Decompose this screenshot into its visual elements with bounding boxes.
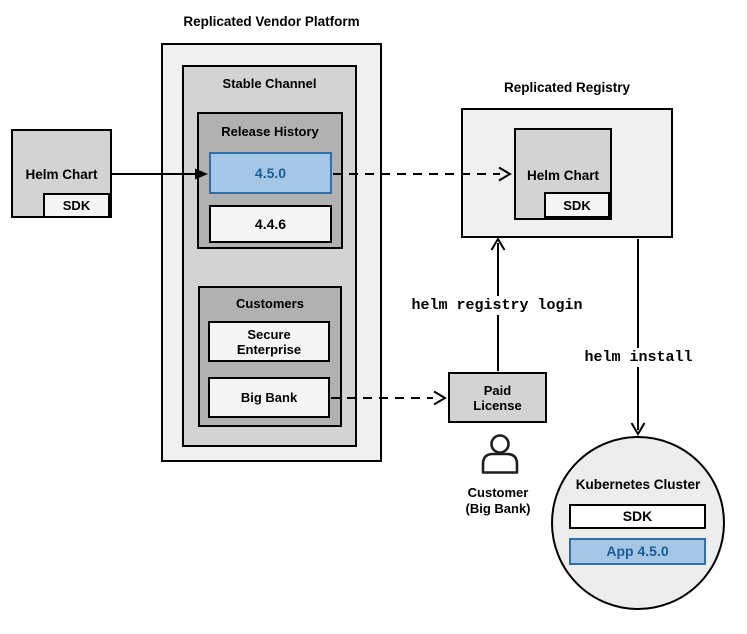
customer-item-big-bank: Big Bank xyxy=(208,377,330,418)
release-item-446: 4.4.6 xyxy=(209,205,332,243)
stable-channel-title: Stable Channel xyxy=(222,76,317,91)
customer-item-label: Secure Enterprise xyxy=(236,326,302,357)
registry-login-command: helm registry login xyxy=(404,296,590,315)
kubernetes-cluster-circle: Kubernetes Cluster SDK App 4.5.0 xyxy=(551,436,725,610)
source-sdk-box: SDK xyxy=(43,193,110,218)
vendor-platform-title: Replicated Vendor Platform xyxy=(183,14,360,29)
customer-actor-label: Customer (Big Bank) xyxy=(465,485,531,516)
paid-license-label: Paid License xyxy=(473,382,522,413)
customers-title: Customers xyxy=(236,296,304,311)
helm-install-arrow xyxy=(630,239,646,436)
customer-item-secure-enterprise: Secure Enterprise xyxy=(208,321,330,362)
registry-sdk-box: SDK xyxy=(544,192,610,218)
customer-icon xyxy=(481,434,519,474)
paid-license-box: Paid License xyxy=(448,372,547,423)
registry-title: Replicated Registry xyxy=(503,80,631,95)
registry-helm-chart-box: Helm Chart SDK xyxy=(514,128,612,220)
kubernetes-app-box: App 4.5.0 xyxy=(569,538,706,565)
helm-install-command: helm install xyxy=(578,348,699,367)
kubernetes-cluster-title: Kubernetes Cluster xyxy=(575,477,701,492)
release-history-title: Release History xyxy=(221,124,319,139)
source-helm-chart-label: Helm Chart xyxy=(25,167,98,182)
release-item-450: 4.5.0 xyxy=(209,152,332,194)
source-helm-chart-box: Helm Chart SDK xyxy=(11,129,112,218)
registry-helm-chart-label: Helm Chart xyxy=(526,168,599,183)
kubernetes-sdk-box: SDK xyxy=(569,504,706,529)
